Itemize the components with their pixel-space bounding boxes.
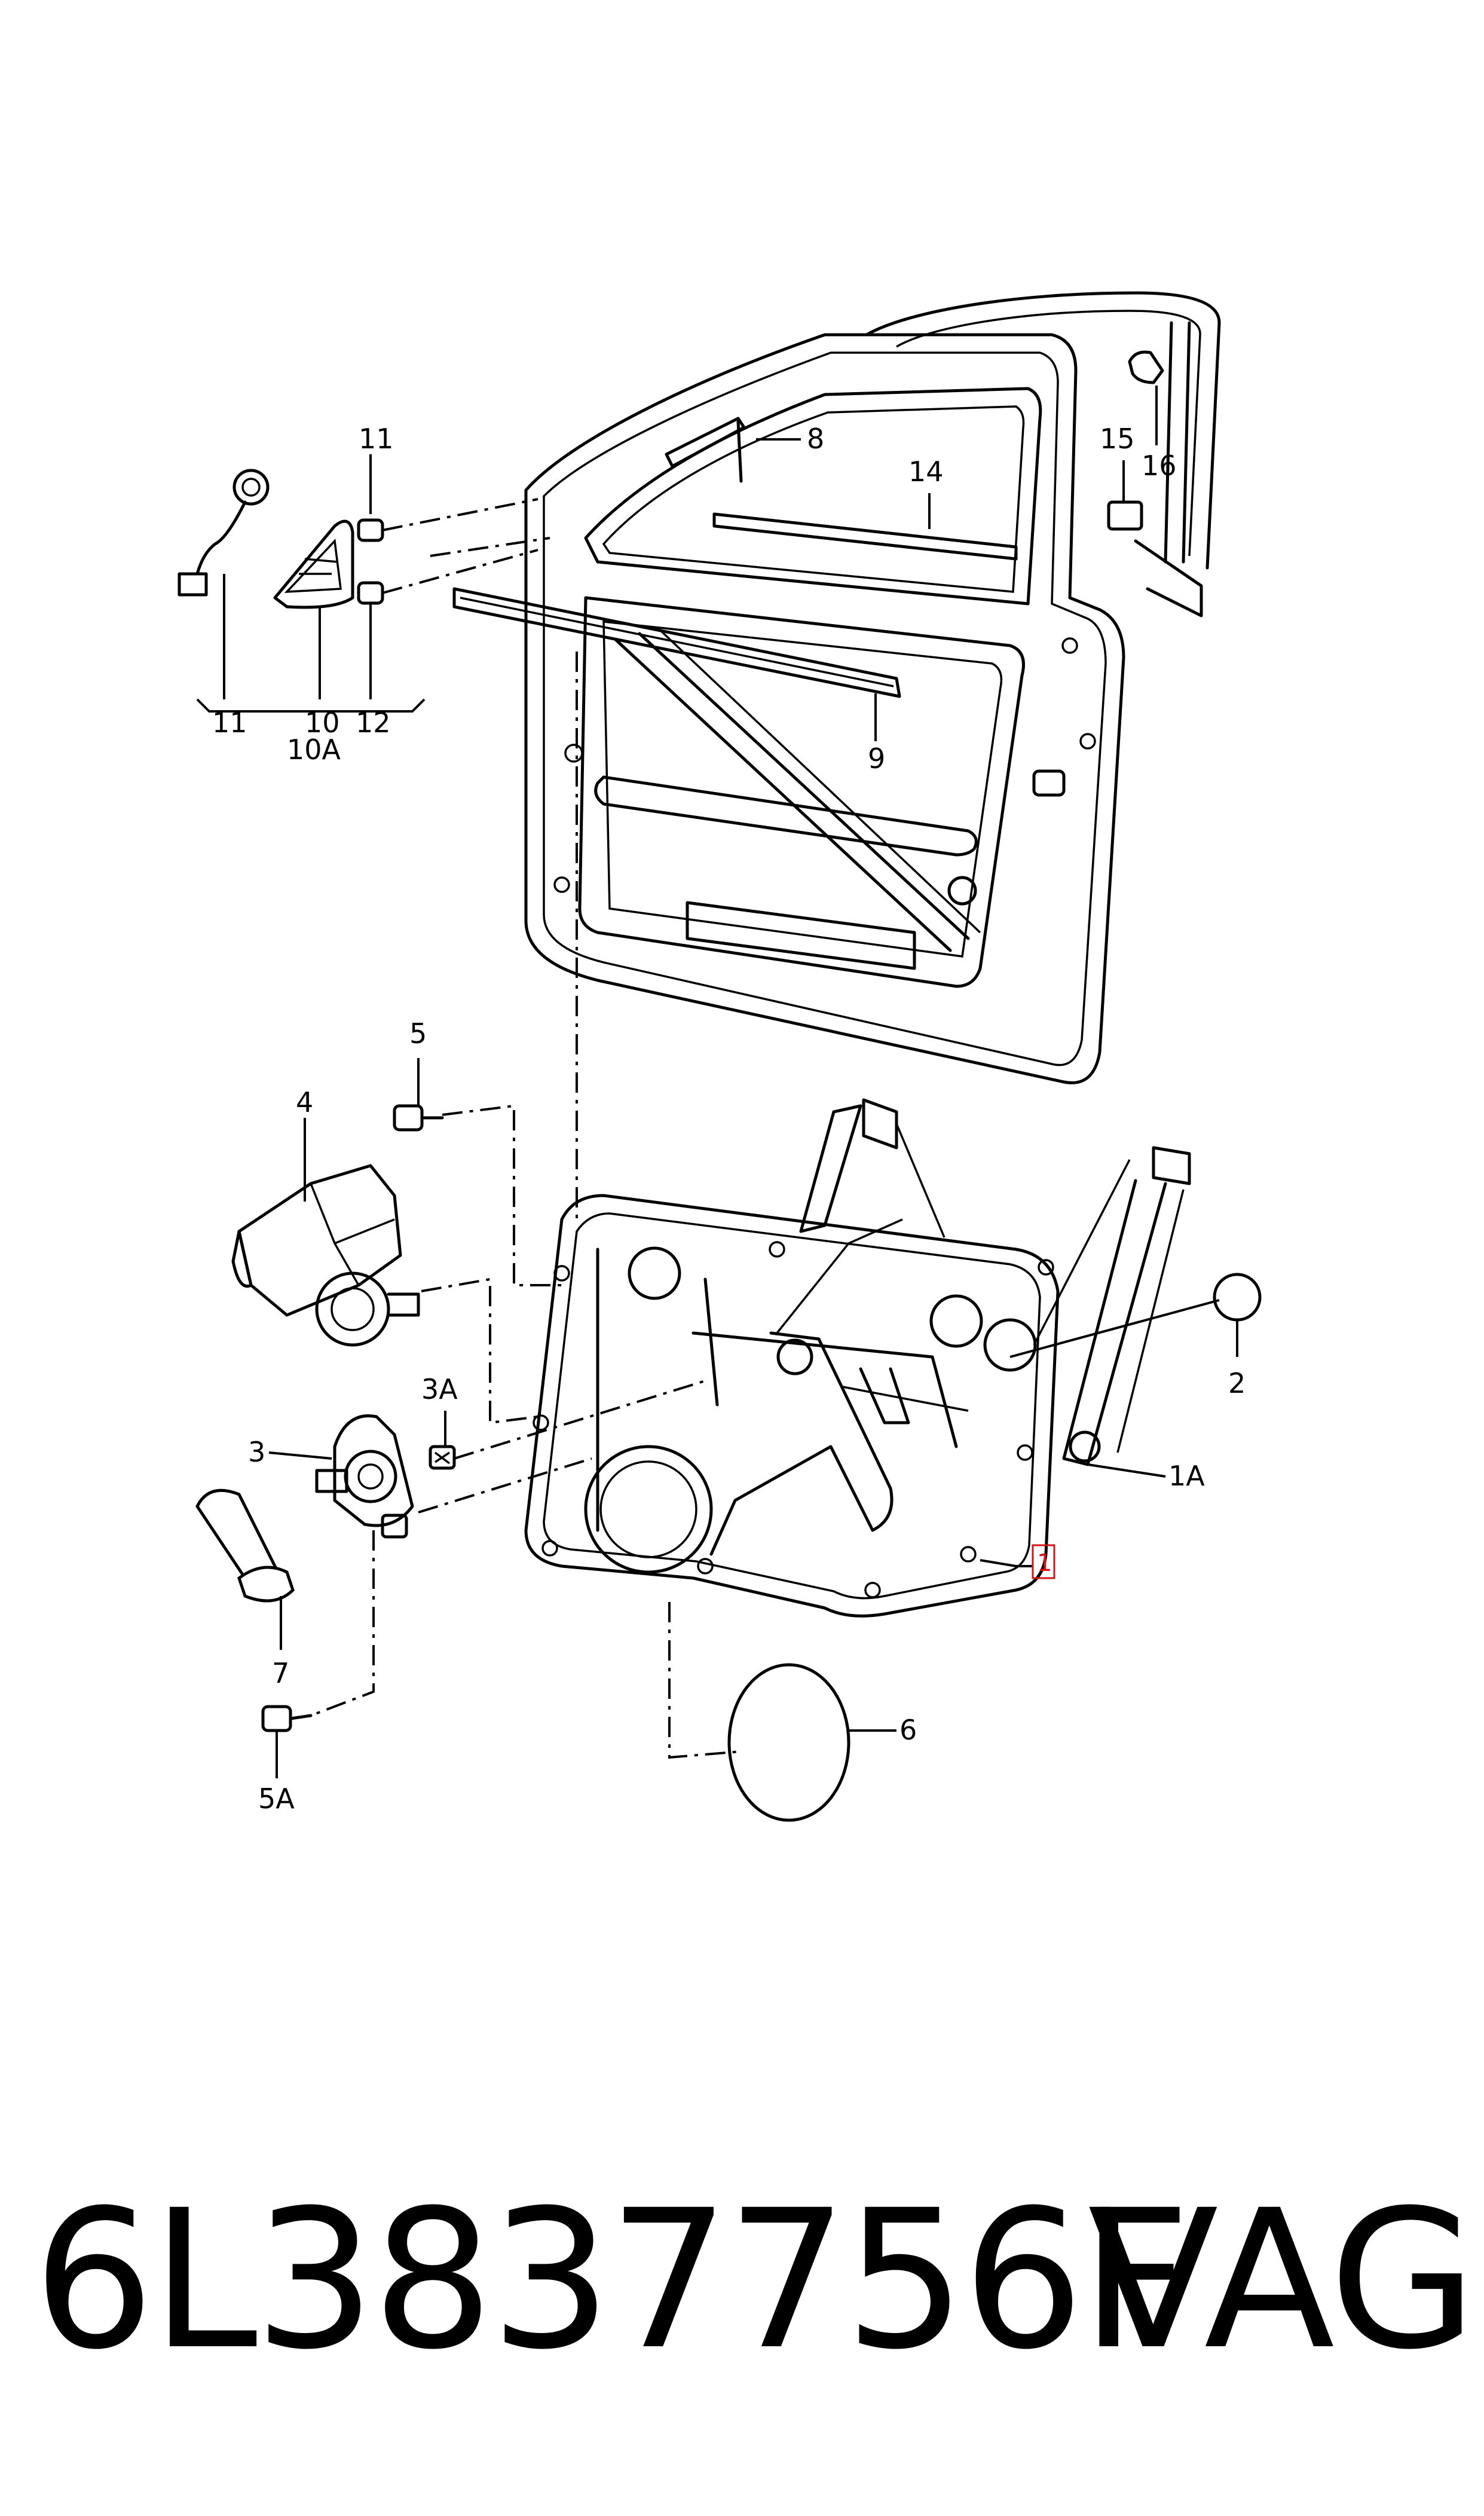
callout-5: 5: [409, 1017, 427, 1050]
brand-name: VAG: [1088, 2169, 1477, 2392]
callout-3a: 3A: [421, 1373, 458, 1405]
callout-10: 10: [305, 707, 340, 739]
mirror-trim-group: [178, 469, 550, 609]
covers: [727, 1273, 1262, 1822]
callout-12: 12: [356, 707, 391, 739]
window-motor: [231, 1164, 420, 1347]
crank-handle: [195, 1488, 295, 1603]
callout-5a: 5A: [258, 1783, 295, 1815]
screws: [261, 1104, 444, 1732]
window-regulator: [799, 1098, 1191, 1466]
callout-8: 8: [807, 423, 824, 455]
callout-2: 2: [1228, 1367, 1246, 1399]
callout-1: 1: [1037, 1549, 1052, 1577]
callout-11-bottom: 11: [212, 707, 247, 739]
callout-1a: 1A: [1168, 1460, 1205, 1492]
callout-7: 7: [272, 1657, 289, 1689]
callout-labels: 11 11 10 12 10A 8 14 9 15 16 5 4 3A 3 2 …: [212, 423, 1246, 1815]
leader-lines: [196, 386, 1238, 1778]
callout-14: 14: [908, 455, 944, 488]
callout-6: 6: [899, 1714, 917, 1746]
callout-4: 4: [296, 1086, 313, 1118]
door-module-carrier: [524, 1194, 1060, 1618]
assembly-lines: [310, 652, 742, 1759]
crank-mechanism: [315, 1414, 456, 1527]
part-number: 6L3837756F: [33, 2169, 1191, 2392]
callout-9: 9: [868, 742, 885, 775]
callout-15: 15: [1100, 423, 1135, 455]
window-seal-strips: [452, 350, 1203, 698]
callout-16: 16: [1142, 450, 1177, 482]
callout-1-box: [1032, 1544, 1055, 1579]
door-shell: [524, 291, 1221, 1084]
callout-3: 3: [248, 1436, 265, 1468]
callout-10a: 10A: [287, 733, 341, 766]
callout-11-top: 11: [359, 423, 394, 455]
